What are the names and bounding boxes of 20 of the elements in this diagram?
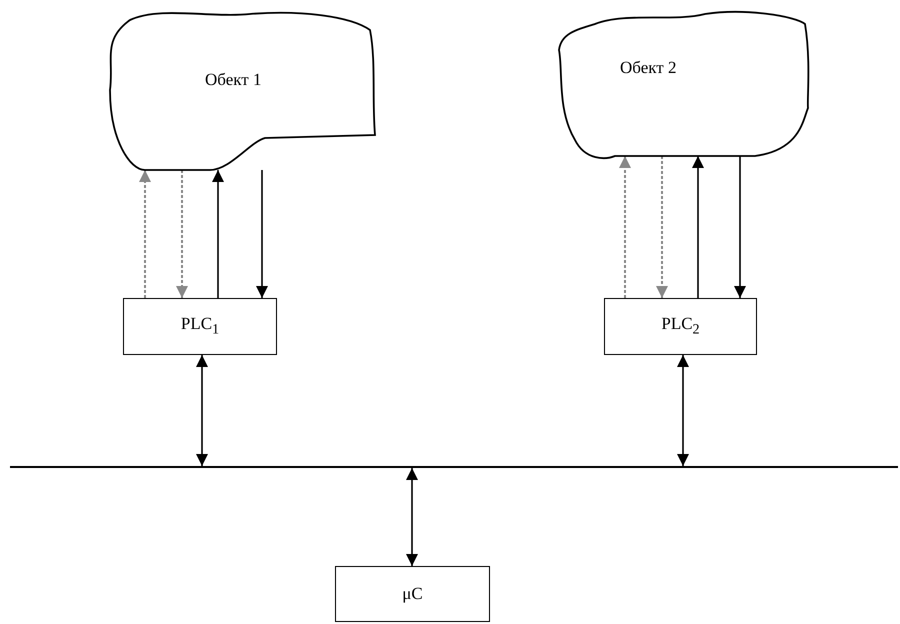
arrow xyxy=(176,170,188,298)
arrow xyxy=(734,156,746,298)
arrow xyxy=(196,355,208,466)
arrow xyxy=(212,170,224,298)
arrow xyxy=(692,156,704,298)
node-label: Обект 2 xyxy=(620,58,676,78)
node-label: μC xyxy=(402,584,423,604)
node-label: PLC$_{2}$ xyxy=(661,314,700,339)
arrow xyxy=(677,355,689,466)
arrow xyxy=(406,468,418,566)
arrow xyxy=(656,156,668,298)
process-box xyxy=(123,298,277,355)
node-label: Обект 1 xyxy=(205,70,262,90)
process-box xyxy=(604,298,757,355)
arrow xyxy=(256,170,268,298)
node-label: PLC$_{1}$ xyxy=(180,314,220,339)
bus-line xyxy=(10,466,898,468)
arrow xyxy=(139,170,151,298)
process-box xyxy=(335,566,490,622)
arrow xyxy=(619,156,631,298)
